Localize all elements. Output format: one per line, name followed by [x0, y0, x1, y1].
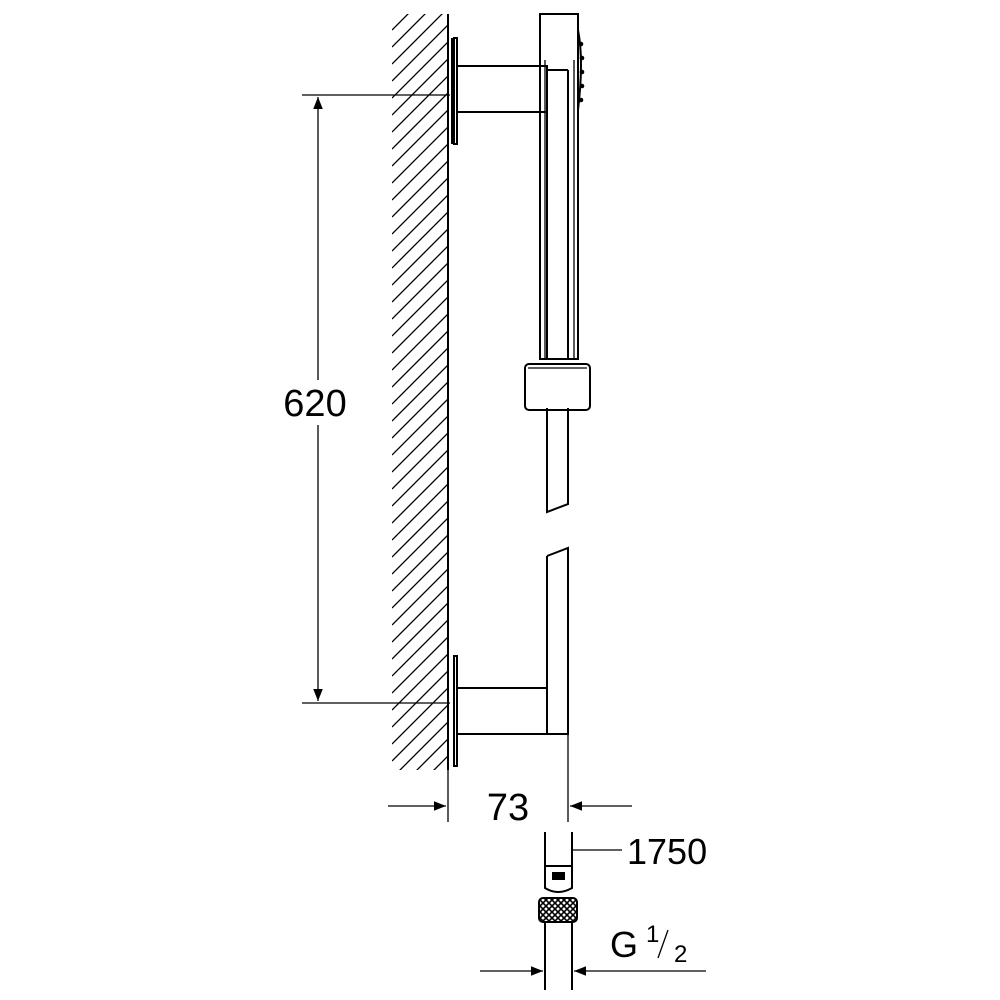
- thread-prefix-label: G: [610, 924, 638, 965]
- wall-hatching: [392, 14, 448, 770]
- slider-holder: [524, 363, 591, 411]
- hose-detail: [538, 832, 622, 990]
- height-dimension-label: 620: [283, 383, 346, 425]
- height-dimension: [302, 94, 450, 704]
- bottom-wall-bracket: [453, 655, 548, 767]
- hand-shower: [539, 13, 585, 360]
- thread-numerator-label: 1: [646, 921, 659, 948]
- thread-denominator-label: 2: [674, 941, 687, 968]
- shower-rail: [546, 69, 569, 735]
- hose-length-label: 1750: [627, 831, 707, 872]
- hose-nut: [538, 897, 578, 923]
- depth-dimension-label: 73: [487, 787, 529, 829]
- depth-dimension: [388, 734, 632, 822]
- top-wall-bracket: [451, 37, 548, 145]
